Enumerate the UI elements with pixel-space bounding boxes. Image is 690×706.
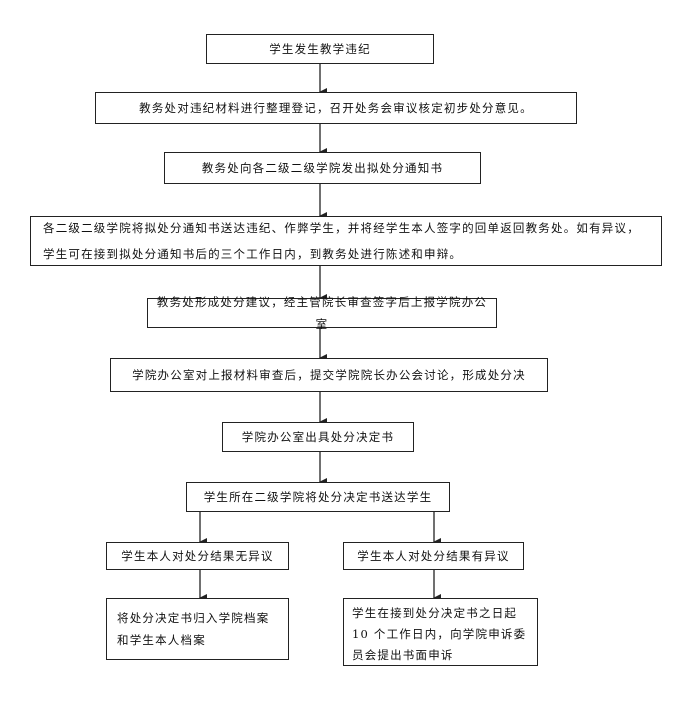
- branch-appeal: 学生在接到处分决定书之日起 10 个工作日内，向学院申诉委员会提出书面申诉: [343, 598, 538, 666]
- branch-no-objection: 学生本人对处分结果无异议: [106, 542, 289, 570]
- step-deliver-decision: 学生所在二级学院将处分决定书送达学生: [186, 482, 450, 512]
- step-register-review: 教务处对违纪材料进行整理登记，召开处务会审议核定初步处分意见。: [95, 92, 577, 124]
- branch-archive: 将处分决定书归入学院档案和学生本人档案: [106, 598, 289, 660]
- step-proposal: 教务处形成处分建议，经主管院长审查签字后上报学院办公室: [147, 295, 497, 331]
- step-deliver-notice: 各二级二级学院将拟处分通知书送达违纪、作弊学生，并将经学生本人签字的回单返回教务…: [30, 216, 662, 266]
- branch-objection: 学生本人对处分结果有异议: [343, 542, 524, 570]
- step-issue-notice: 教务处向各二级二级学院发出拟处分通知书: [164, 152, 481, 184]
- step-decision-document: 学院办公室出具处分决定书: [222, 422, 414, 452]
- step-student-violation: 学生发生教学违纪: [206, 34, 434, 64]
- step-office-review: 学院办公室对上报材料审查后，提交学院院长办公会讨论，形成处分决: [110, 358, 548, 392]
